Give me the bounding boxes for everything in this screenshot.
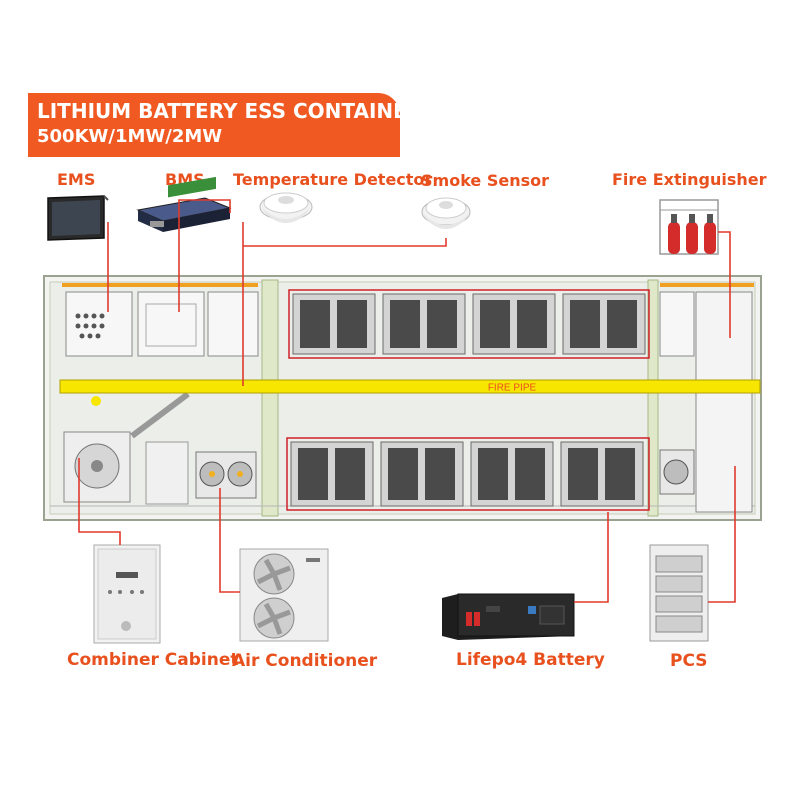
fire-extinguisher-icon (659, 199, 719, 255)
bms-cabinet-panel (145, 303, 197, 347)
battery-leader-line (574, 512, 609, 603)
pcs-upper-cabinet (659, 291, 695, 357)
bms-leader-line (178, 199, 231, 312)
title-banner: LITHIUM BATTERY ESS CONTAINER 500KW/1MW/… (28, 93, 422, 157)
fire-pipe (59, 379, 761, 394)
pcs-product (649, 544, 709, 642)
lifepo4-battery-product (442, 593, 575, 640)
fire-pipe-label: FIRE PIPE (488, 383, 537, 394)
combiner-cabinet-label: Combiner Cabinet (67, 650, 239, 670)
battery-rack-lower (286, 437, 650, 511)
temperature-detector-label: Temperature Detector (233, 170, 433, 189)
ems-cabinet (65, 291, 133, 357)
leader-lines (78, 199, 736, 603)
combiner-leader-line (78, 458, 121, 545)
bms-cabinet (137, 291, 205, 357)
smoke-sensor-label: Smoke Sensor (421, 171, 549, 190)
stairs (130, 391, 190, 439)
title-line-1: LITHIUM BATTERY ESS CONTAINER (37, 99, 423, 123)
ems-label: EMS (57, 170, 96, 189)
fire-nozzle (91, 396, 101, 406)
combiner-cabinet-in-container (63, 431, 131, 503)
side-cabinet (207, 291, 259, 357)
temperature-detector-icon (259, 192, 313, 223)
air-conditioner-label: Air Conditioner (232, 651, 378, 671)
bms-unit-icon (136, 176, 232, 232)
pcs-cabinet (695, 291, 753, 513)
combiner-cabinet-product (93, 544, 161, 644)
pcs-label: PCS (670, 651, 708, 671)
air-conditioner-leader-line (219, 488, 240, 593)
smoke-leader-line (243, 238, 447, 247)
air-conditioner-product (239, 548, 329, 642)
lifepo4-battery-label: Lifepo4 Battery (456, 650, 605, 670)
smoke-sensor-icon (421, 197, 471, 229)
air-conditioner-in-container (195, 451, 257, 499)
ems-monitor-icon (47, 195, 109, 241)
stair-cabinet (145, 441, 189, 505)
pcs-fans-in-container (659, 449, 695, 495)
title-line-2: 500KW/1MW/2MW (37, 126, 223, 147)
fire-extinguisher-leader-line (718, 231, 731, 338)
fire-extinguisher-label: Fire Extinguisher (612, 170, 767, 189)
battery-rack-upper (288, 289, 650, 359)
pcs-leader-line (708, 466, 736, 603)
